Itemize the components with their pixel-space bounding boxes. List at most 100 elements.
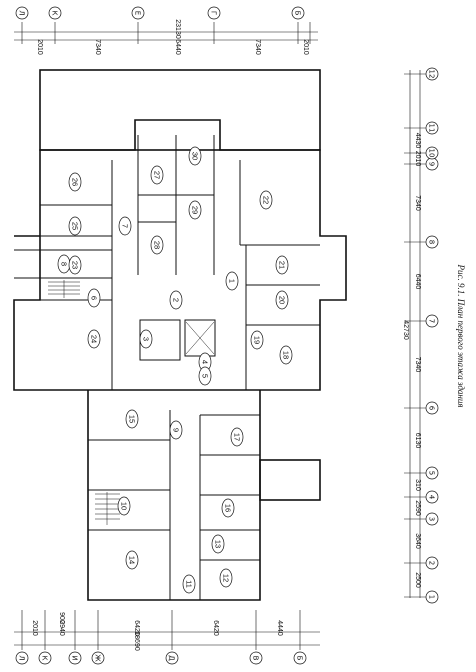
room-bubble [211,534,225,554]
axis-bottom-zh: Ж [94,654,102,662]
room-labels: 1234567891011121314151617181920212223242… [57,146,293,594]
dim-top-5: 2010 [302,39,309,55]
room-bubble [169,420,183,440]
dim-top-total: 23130 [174,19,181,39]
room-15-label: 15 [125,409,139,429]
room-20-label: 20 [275,290,289,310]
room-number: 8 [60,262,69,266]
room-bubble [198,366,212,386]
axis-right-11: 11 [428,124,436,133]
room-number: 18 [282,351,291,359]
room-number: 4 [201,360,210,364]
axis-right-7: 7 [428,319,436,323]
axis-bottom-l: Л [18,655,26,660]
axis-right-12: 12 [428,70,436,79]
room-bubble [188,200,202,220]
bottom-dimension-lines [14,610,320,650]
room-number: 12 [222,574,231,582]
axis-top-b: Б [294,11,302,16]
room-number: 25 [71,222,80,230]
room-7-label: 7 [118,216,132,236]
room-bubble [221,498,235,518]
dim-top-3: 6440 [174,39,181,55]
room-number: 28 [153,241,162,249]
room-bubble [230,427,244,447]
room-bubble [117,496,131,516]
axis-right-2: 2 [428,561,436,565]
room-12-label: 12 [219,568,233,588]
room-number: 26 [71,178,80,186]
room-bubble [259,190,273,210]
room-28-label: 28 [150,235,164,255]
dim-right-2: 2590 [414,500,421,516]
axis-bottom-d: Д [168,655,176,661]
room-bubble [68,172,82,192]
axis-right-8: 8 [428,240,436,244]
room-number: 30 [191,152,200,160]
dim-right-6: 6440 [414,274,421,290]
axis-top-g: Г [210,11,218,15]
room-27-label: 27 [150,165,164,185]
dim-bottom-4: 6420 [212,620,219,636]
dim-bottom-1: 2010 [31,620,38,636]
room-6-label: 6 [87,288,101,308]
room-10-label: 10 [117,496,131,516]
axis-right-9: 9 [428,162,436,166]
room-number: 23 [71,261,80,269]
axis-bubble [425,401,439,415]
room-bubble [275,290,289,310]
room-bubble [150,165,164,185]
dim-top-2: 7340 [94,39,101,55]
room-number: 5 [201,374,210,378]
room-19-label: 19 [250,330,264,350]
room-26-label: 26 [68,172,82,192]
room-number: 2 [172,298,181,302]
bottom-dimension-values: 900 2010 2940 6420 6420 4440 18690 [31,612,283,651]
room-bubble [125,550,139,570]
axis-right-3: 3 [428,517,436,521]
room-number: 14 [128,556,137,564]
room-number: 9 [172,428,181,432]
room-number: 20 [278,296,287,304]
room-number: 15 [128,415,137,423]
room-3-label: 3 [139,329,153,349]
right-dimension-lines [409,70,421,598]
room-number: 10 [120,502,129,510]
axis-bottom-i: И [71,655,79,660]
dim-bottom-note: 900 [58,612,65,624]
dim-bottom-3: 6420 [133,620,140,636]
room-24-label: 24 [87,329,101,349]
axis-right-5: 5 [428,471,436,475]
figure-caption: Рис. 9.1. План первого этажа здания [456,263,466,407]
room-22-label: 22 [259,190,273,210]
room-number: 13 [214,540,223,548]
room-8-label: 8 [57,254,71,274]
dim-bottom-5: 4440 [276,620,283,636]
room-bubble [188,146,202,166]
room-21-label: 21 [275,255,289,275]
room-bubble [275,255,289,275]
room-bubble [219,568,233,588]
room-17-label: 17 [230,427,244,447]
dim-top-1: 2010 [36,39,43,55]
dim-right-3: 310 [414,479,421,491]
room-bubble [250,330,264,350]
axis-bubble [425,466,439,480]
building-walls [13,69,347,601]
room-bubble [182,574,196,594]
room-bubble [150,235,164,255]
axis-bubble [425,146,439,160]
room-number: 21 [278,261,287,269]
axis-bubble [425,235,439,249]
interior-walls [14,135,320,600]
room-9-label: 9 [169,420,183,440]
axis-top-l: Л [18,10,26,15]
dim-bottom-total: 18690 [133,631,140,651]
room-16-label: 16 [221,498,235,518]
room-25-label: 25 [68,216,82,236]
room-number: 6 [90,296,99,300]
axis-right-1: 1 [428,595,436,599]
room-bubble [68,255,82,275]
